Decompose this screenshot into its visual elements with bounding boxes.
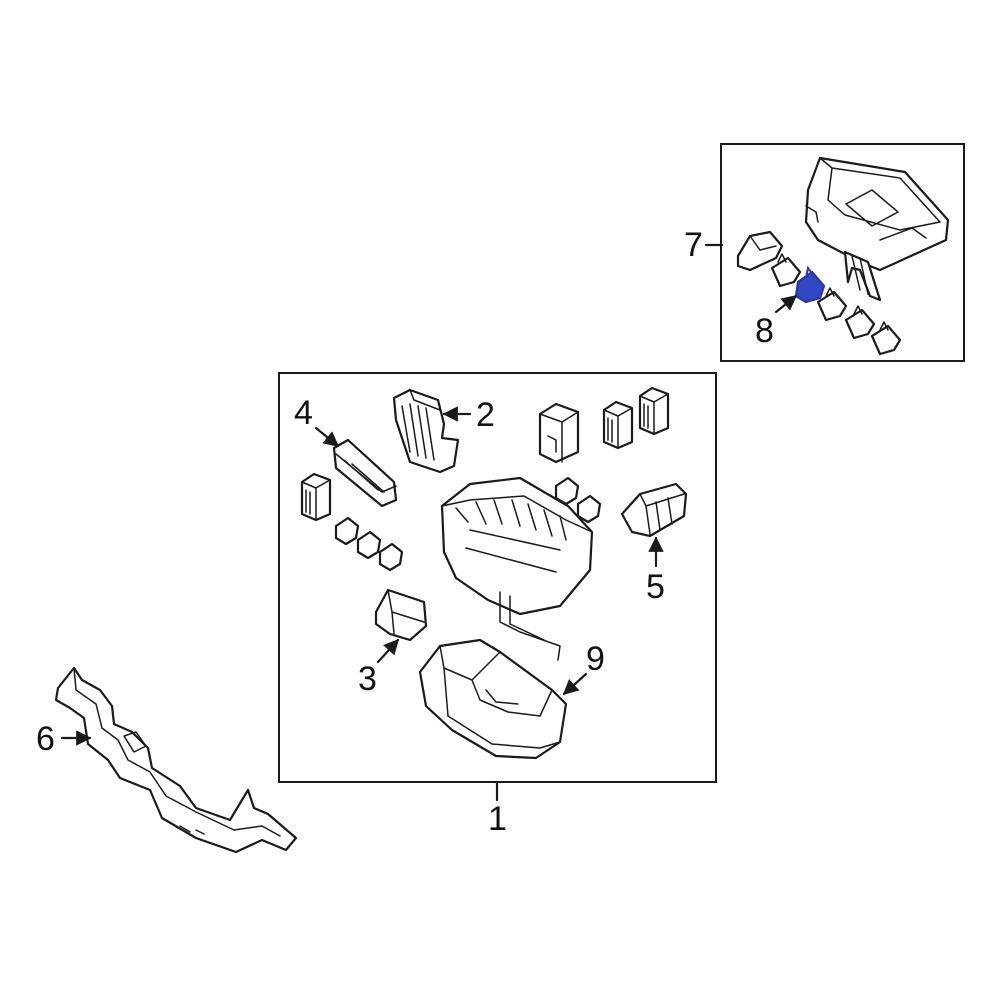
inset-fuse-2[interactable] [816, 287, 848, 322]
part-7-cover[interactable] [804, 156, 950, 302]
part-9-tray[interactable] [418, 638, 568, 760]
inset-fuse-4[interactable] [870, 321, 902, 356]
part-2-block[interactable] [392, 388, 460, 474]
inset-fuse-3[interactable] [844, 305, 876, 340]
leader-3 [376, 638, 400, 664]
leader-9 [562, 672, 588, 696]
mini-fuse-5[interactable] [576, 494, 602, 524]
inset-fuse-1[interactable] [770, 253, 802, 288]
relay-medium-1[interactable] [602, 400, 634, 450]
part-6-bracket[interactable] [54, 666, 298, 854]
mini-fuse-2[interactable] [356, 530, 382, 560]
part-3-bracket[interactable] [374, 588, 428, 642]
mini-fuse-3[interactable] [378, 542, 404, 572]
callout-2: 2 [476, 396, 495, 434]
callout-1: 1 [488, 800, 507, 838]
callout-4: 4 [294, 394, 313, 432]
inset-frame [720, 143, 965, 362]
part-7-clip[interactable] [736, 230, 784, 272]
callout-5: 5 [646, 568, 665, 606]
callout-9: 9 [586, 640, 605, 678]
relay-medium-2[interactable] [638, 386, 670, 436]
main-frame [278, 372, 717, 783]
callout-6: 6 [36, 720, 55, 758]
relay-left[interactable] [300, 472, 332, 522]
callout-8: 8 [755, 312, 774, 350]
leader-8 [774, 294, 798, 314]
callout-7: 7 [684, 226, 703, 264]
part-1-fuse-box[interactable] [440, 476, 594, 661]
callout-3: 3 [358, 660, 377, 698]
part-5-block[interactable] [620, 482, 688, 538]
leader-4 [314, 426, 340, 448]
part-4-block[interactable] [332, 438, 398, 508]
relay-large[interactable] [538, 402, 580, 464]
mini-fuse-1[interactable] [334, 516, 360, 546]
